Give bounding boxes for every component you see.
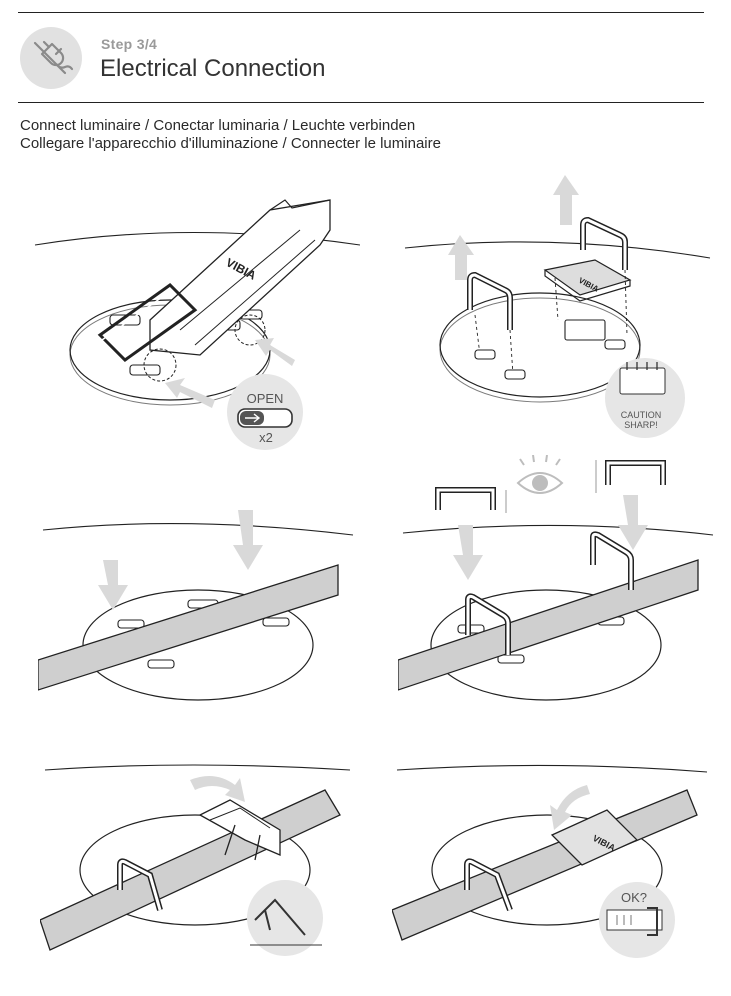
plug-icon (33, 40, 74, 75)
instruction-line-1: Connect luminaire / Conectar luminaria /… (20, 117, 416, 134)
panel-place-cable (38, 500, 358, 710)
latch-detail-badge (247, 880, 323, 956)
instructions: Connect luminaire / Conectar luminaria /… (20, 117, 441, 153)
open-label: OPEN (247, 391, 284, 406)
eye-icon (516, 455, 564, 494)
step-label: Step 3/4 (101, 36, 158, 52)
sharp-label: SHARP! (624, 420, 658, 430)
panel-check-closed: VIBIA OK? (392, 760, 717, 980)
instruction-line-2: Collegare l'apparecchio d'illuminazione … (20, 135, 441, 152)
top-rule (18, 12, 704, 13)
ok-label: OK? (621, 890, 647, 905)
open-x2-badge: OPEN x2 (227, 374, 303, 450)
open-count-label: x2 (259, 430, 273, 445)
ok-check-badge: OK? (599, 882, 675, 958)
step-icon-badge (20, 27, 82, 89)
panel-position-brackets (398, 455, 718, 710)
panel-close-connector (40, 760, 360, 980)
page-title: Electrical Connection (100, 55, 326, 82)
panel-remove-cover: VIBIA CAUTION SHARP! (395, 170, 715, 445)
panel-open-connector: VIBIA OPEN x2 (30, 190, 360, 460)
caution-sharp-badge: CAUTION SHARP! (605, 358, 685, 438)
header-divider (18, 102, 704, 103)
caution-label: CAUTION (621, 410, 662, 420)
